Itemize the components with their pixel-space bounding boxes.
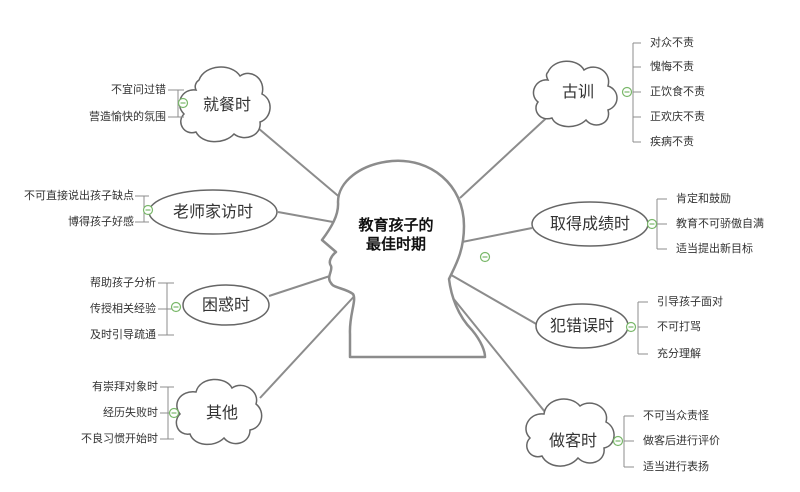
subtopic-other-3[interactable]: 不良习惯开始时 [81,432,158,445]
subtopic-teacher-1[interactable]: 不可直接说出孩子缺点 [24,189,134,202]
topic-success[interactable]: 取得成绩时 [549,214,630,233]
subtopic-ancient-3[interactable]: 正饮食不责 [650,85,705,98]
connector-other [259,289,361,399]
cloud-other[interactable] [175,378,263,446]
topic-other[interactable]: 其他 [205,403,238,422]
subtopic-success-2[interactable]: 教育不可骄傲自满 [676,217,764,230]
topic-guest[interactable]: 做客时 [548,431,597,450]
topic-confused[interactable]: 困惑时 [201,295,250,314]
cloud-ancient[interactable] [532,60,618,128]
subtopic-success-3[interactable]: 适当提出新目标 [676,242,753,255]
subtopic-dining-2[interactable]: 营造愉快的氛围 [89,110,166,123]
topic-teacher[interactable]: 老师家访时 [172,202,253,221]
subtopic-mistake-3[interactable]: 充分理解 [657,347,701,360]
connector-success [451,227,533,245]
topic-dining[interactable]: 就餐时 [202,95,251,114]
topic-mistake[interactable]: 犯错误时 [549,316,614,335]
subtopic-confused-3[interactable]: 及时引导疏通 [90,328,156,341]
cloud-guest[interactable] [525,398,615,467]
head-silhouette [320,159,487,359]
subtopic-guest-2[interactable]: 做客后进行评价 [643,434,720,447]
central-topic-line1: 教育孩子的 [358,216,434,234]
topic-ancient[interactable]: 古训 [561,82,594,101]
subtopic-success-1[interactable]: 肯定和鼓励 [676,192,731,205]
ellipse-confused[interactable] [182,284,270,326]
subtopic-confused-1[interactable]: 帮助孩子分析 [90,276,156,289]
subtopic-guest-1[interactable]: 不可当众责怪 [643,409,709,422]
subtopic-ancient-2[interactable]: 愧悔不责 [650,60,694,73]
central-topic-line2: 最佳时期 [365,235,426,253]
connector-teacher [277,211,334,223]
subtopic-confused-2[interactable]: 传授相关经验 [90,302,156,315]
connector-guest [439,281,546,413]
subtopic-mistake-2[interactable]: 不可打骂 [657,320,701,333]
connector-confused [268,274,334,297]
subtopic-other-1[interactable]: 有崇拜对象时 [92,380,158,393]
central-topic[interactable]: 教育孩子的 最佳时期 [348,216,444,254]
subtopic-other-2[interactable]: 经历失败时 [103,406,158,419]
subtopic-ancient-1[interactable]: 对众不责 [650,36,694,49]
connector-dining [257,127,344,201]
subtopic-dining-1[interactable]: 不宜问过错 [111,83,166,96]
connector-mistake [445,271,539,326]
subtopic-ancient-5[interactable]: 疾病不责 [650,135,694,148]
subtopic-guest-3[interactable]: 适当进行表扬 [643,460,709,473]
connector-ancient [459,109,556,199]
cloud-dining[interactable] [178,66,271,143]
subtopic-ancient-4[interactable]: 正欢庆不责 [650,110,705,123]
subtopic-mistake-1[interactable]: 引导孩子面对 [657,295,723,308]
subtopic-teacher-2[interactable]: 博得孩子好感 [68,215,134,228]
